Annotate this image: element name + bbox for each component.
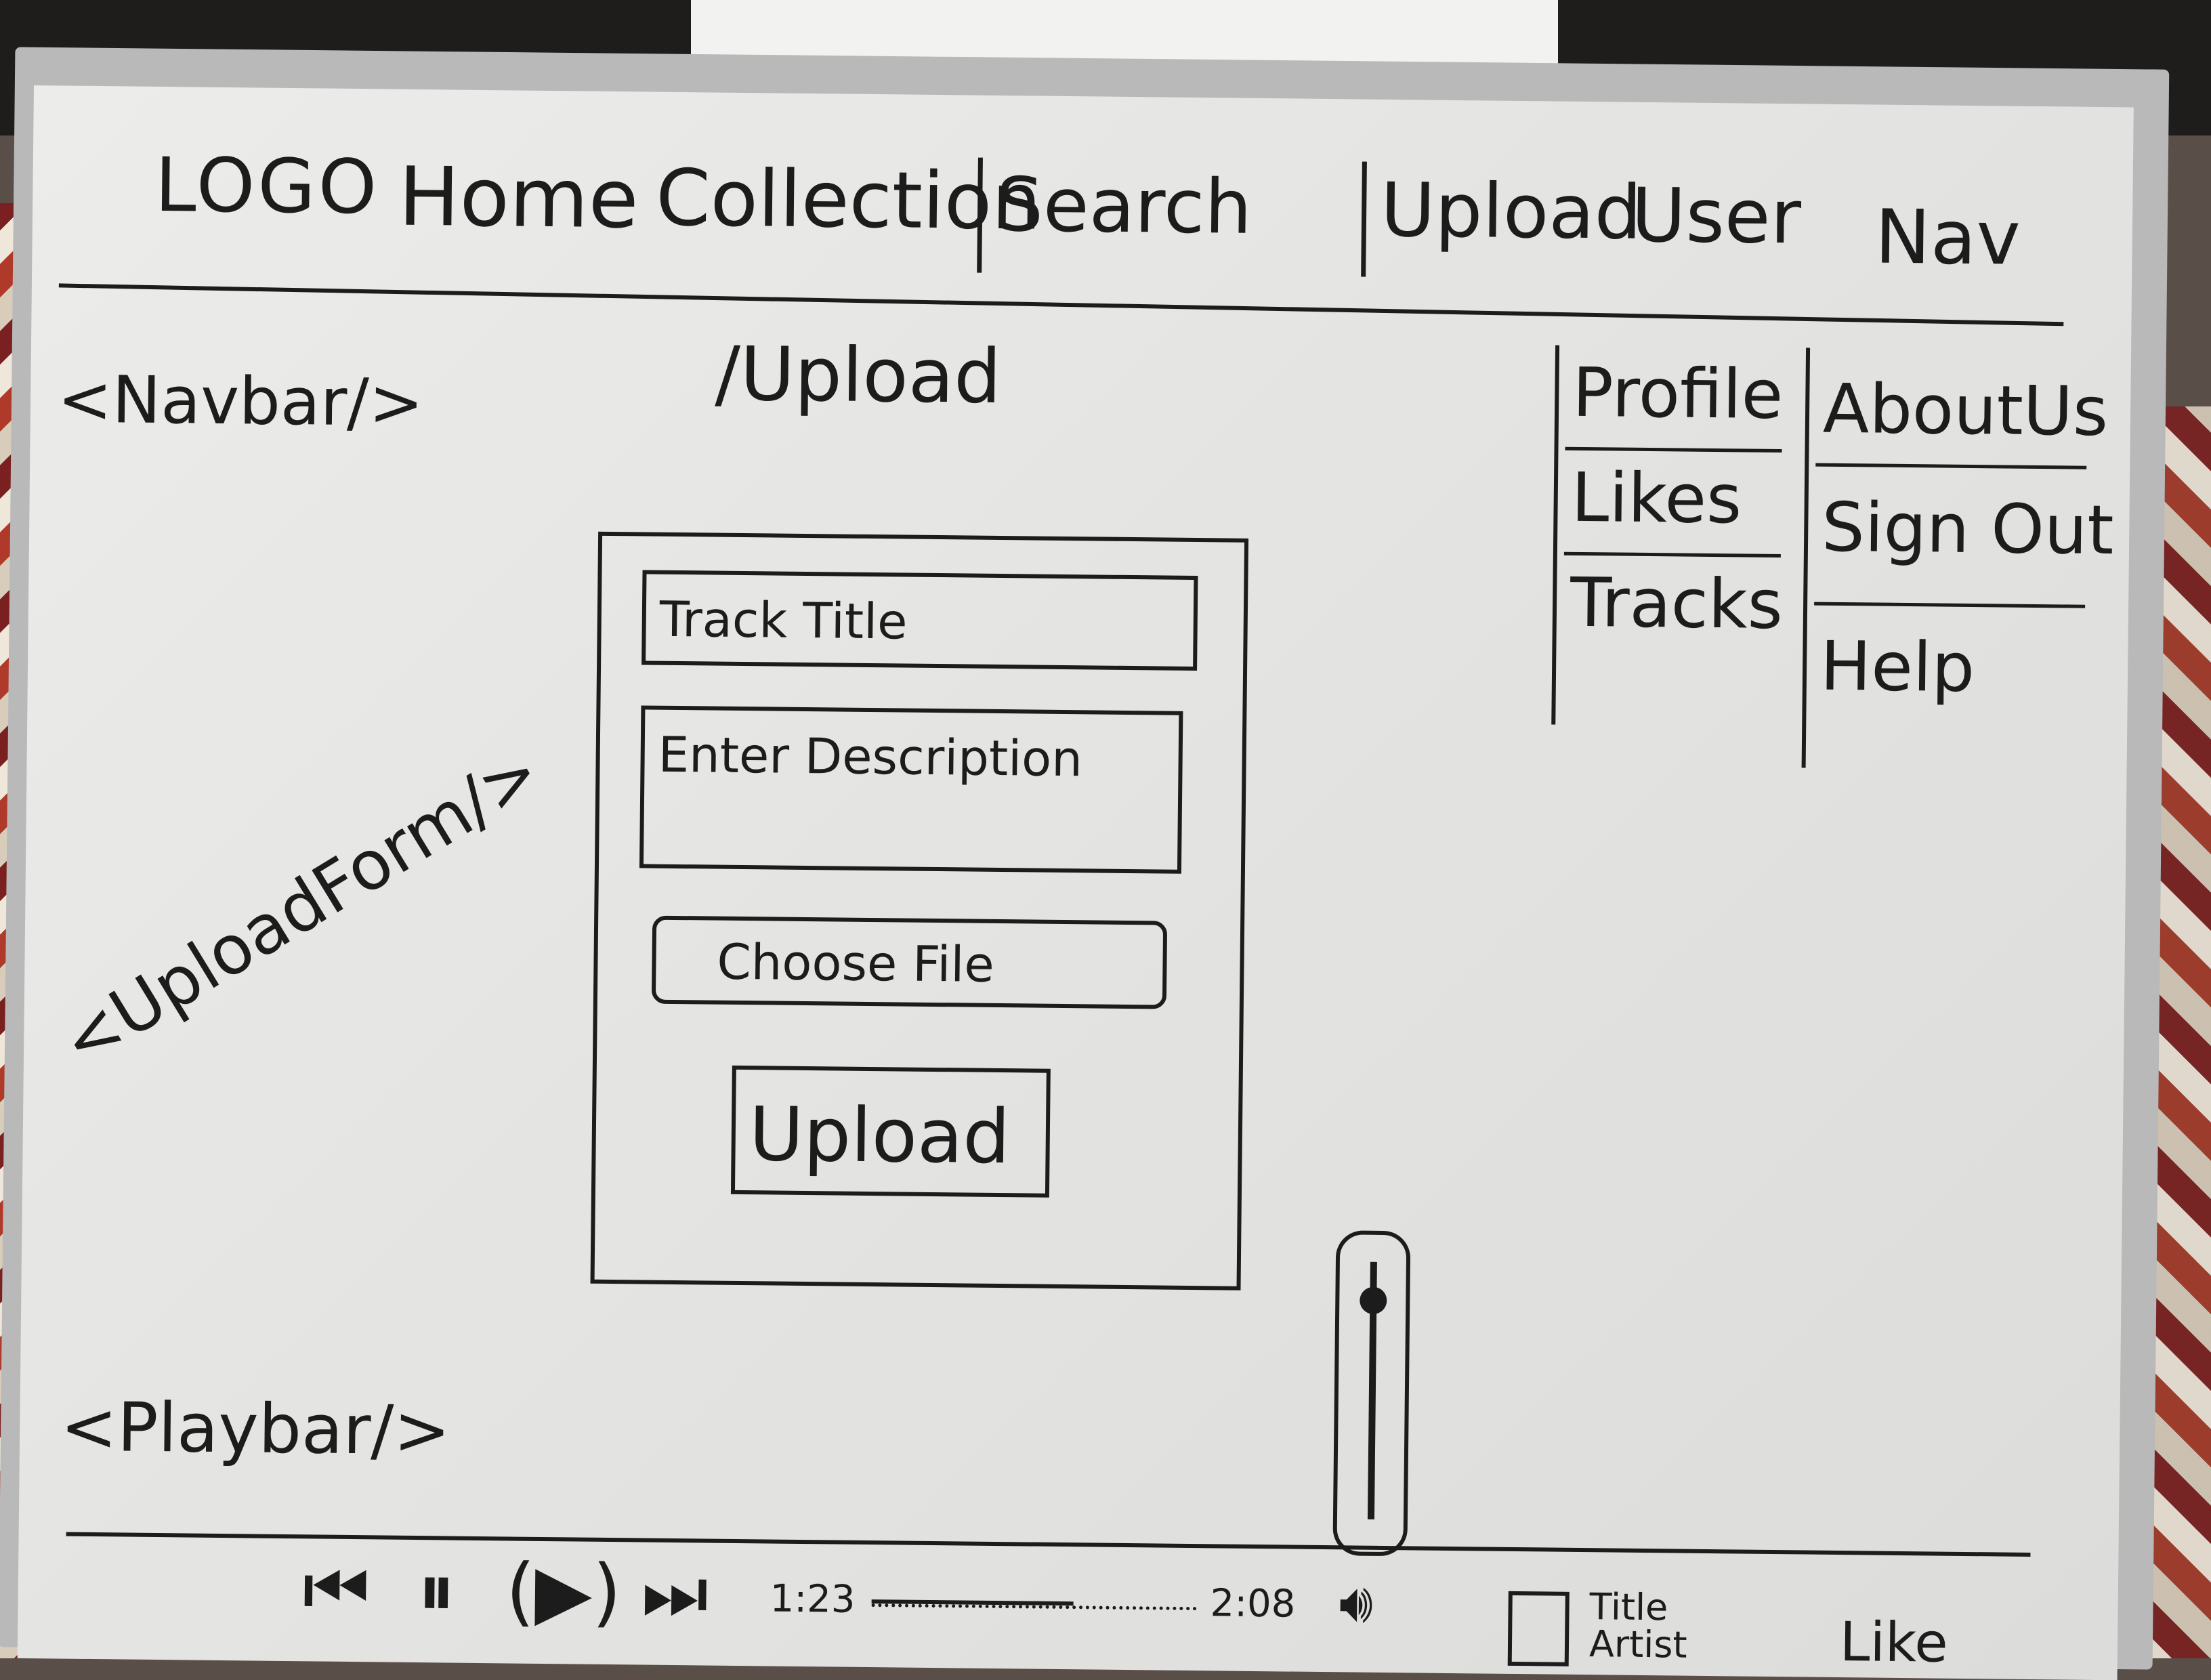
menu-label: Tracks: [1570, 562, 1784, 645]
nav-upload-link[interactable]: Upload: [1380, 166, 1643, 256]
nav-dropdown: AboutUs Sign Out Help: [1801, 348, 2114, 771]
volume-slider[interactable]: [1332, 1230, 1411, 1557]
upload-submit-button[interactable]: Upload: [730, 1065, 1051, 1198]
menu-label: Sign Out: [1821, 487, 2115, 570]
navbar-component-label: <Navbar/>: [57, 361, 424, 442]
search-input[interactable]: Search: [977, 157, 1367, 277]
user-menu-item-profile[interactable]: Profile: [1565, 345, 1784, 453]
album-art-icon: [1507, 1591, 1570, 1666]
progress-bar[interactable]: [871, 1599, 1197, 1611]
volume-icon[interactable]: 🔊︎: [1339, 1571, 1374, 1635]
nav-menu-toggle[interactable]: Nav: [1874, 193, 2021, 282]
description-input[interactable]: Enter Description: [639, 705, 1183, 874]
user-menu-item-tracks[interactable]: Tracks: [1563, 555, 1784, 659]
menu-label: Help: [1819, 626, 1975, 708]
description-placeholder: Enter Description: [658, 726, 1083, 788]
navbar-divider: [58, 283, 2064, 327]
elapsed-time: 1:23: [770, 1576, 856, 1622]
nav-menu-item-help[interactable]: Help: [1813, 606, 2085, 744]
pause-icon[interactable]: ⏸: [417, 1547, 456, 1634]
nav-menu-item-signout[interactable]: Sign Out: [1814, 466, 2114, 608]
track-title-placeholder: Track Title: [659, 590, 908, 650]
nav-home-link[interactable]: Home: [398, 150, 639, 247]
upload-form: Track Title Enter Description Choose Fil…: [590, 531, 1249, 1290]
logo[interactable]: LOGO: [154, 141, 380, 231]
menu-label: Likes: [1571, 457, 1742, 539]
skip-back-icon[interactable]: ⏮: [302, 1545, 371, 1633]
user-menu-item-likes[interactable]: Likes: [1563, 450, 1782, 558]
track-title-input[interactable]: Track Title: [641, 570, 1198, 671]
upload-submit-label: Upload: [749, 1091, 1011, 1181]
menu-label: Profile: [1572, 352, 1784, 435]
skip-forward-icon[interactable]: ⏭: [641, 1549, 709, 1637]
uploadform-component-label: <UploadForm/>: [47, 731, 554, 1083]
progress-fill: [871, 1599, 1074, 1606]
track-title: Title: [1589, 1585, 1668, 1629]
nav-user-menu[interactable]: User: [1630, 171, 1802, 261]
whiteboard: LOGO Home Collection Search Upload User …: [17, 85, 2134, 1680]
duration-time: 2:08: [1210, 1581, 1296, 1626]
choose-file-label: Choose File: [717, 933, 995, 993]
user-dropdown: Profile Likes Tracks: [1551, 345, 1790, 728]
like-button[interactable]: Like: [1839, 1610, 1949, 1675]
track-artist: Artist: [1588, 1622, 1687, 1666]
route-label: /Upload: [714, 330, 1002, 420]
play-icon[interactable]: (▶): [505, 1547, 622, 1636]
choose-file-button[interactable]: Choose File: [651, 915, 1168, 1009]
menu-label: AboutUs: [1822, 369, 2109, 452]
volume-knob[interactable]: [1360, 1286, 1387, 1315]
nav-menu-item-about[interactable]: AboutUs: [1815, 348, 2109, 469]
search-placeholder: Search: [995, 161, 1252, 251]
playbar-component-label: <Playbar/>: [60, 1387, 451, 1471]
